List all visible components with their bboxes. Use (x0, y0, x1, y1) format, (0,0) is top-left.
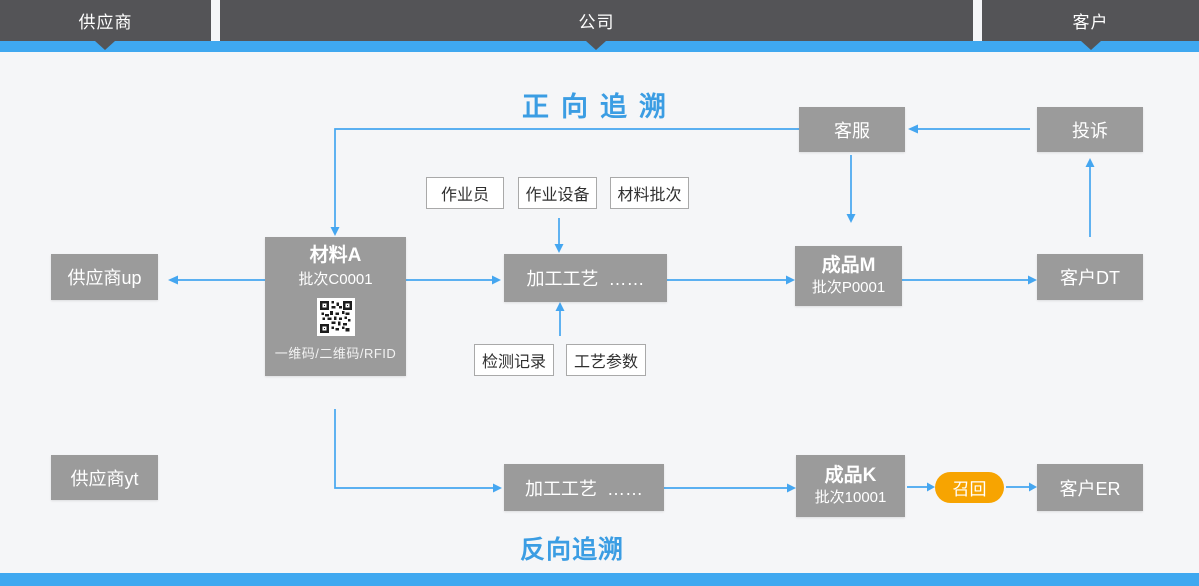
node-supplier-yt-label: 供应商yt (70, 468, 139, 489)
bottom-accent-bar (0, 573, 1199, 586)
node-customer-er-label: 客户ER (1059, 478, 1121, 499)
node-product-m: 成品M 批次P0001 (795, 246, 902, 306)
chip-operator-label: 作业员 (440, 187, 489, 204)
node-material-a-batch: 批次C0001 (298, 271, 373, 288)
node-complaint: 投诉 (1037, 107, 1143, 152)
node-process-1-label: 加工工艺 …… (526, 269, 645, 289)
node-product-k-batch: 批次10001 (814, 489, 887, 506)
node-complaint-label: 投诉 (1072, 120, 1108, 141)
node-customer-service-label: 客服 (834, 120, 870, 141)
chip-process-params: 工艺参数 (566, 344, 646, 376)
node-process-2: 加工工艺 …… (504, 464, 664, 511)
node-supplier-yt: 供应商yt (51, 455, 158, 500)
chip-operator: 作业员 (426, 177, 504, 209)
node-supplier-up-label: 供应商up (67, 268, 142, 288)
node-customer-dt-label: 客户DT (1060, 268, 1120, 288)
node-customer-dt: 客户DT (1037, 254, 1143, 300)
node-product-k: 成品K 批次10001 (796, 455, 905, 517)
node-product-k-title: 成品K (824, 465, 877, 486)
chip-process-params-label: 工艺参数 (573, 354, 638, 371)
backward-trace-title: 反向追溯 (520, 536, 625, 564)
node-process-1: 加工工艺 …… (504, 254, 667, 302)
lane-company-label: 公司 (578, 13, 615, 32)
lane-customer-label: 客户 (1072, 13, 1109, 32)
lane-pointer-customer (1081, 41, 1101, 50)
node-product-m-title: 成品M (821, 255, 876, 276)
node-product-m-batch: 批次P0001 (811, 279, 886, 296)
node-material-a-title: 材料A (309, 245, 362, 266)
lane-company: 公司 (220, 0, 973, 41)
lane-supplier-label: 供应商 (78, 13, 133, 32)
lane-pointer-company (586, 41, 606, 50)
qr-code (316, 298, 355, 336)
node-material-a: 材料A 批次C0001 (265, 237, 406, 376)
forward-trace-title: 正向追溯 (522, 92, 678, 122)
recall-badge-label: 召回 (952, 480, 987, 499)
chip-material-batch-label: 材料批次 (617, 187, 682, 204)
lane-supplier: 供应商 (0, 0, 211, 41)
chip-equipment: 作业设备 (518, 177, 597, 209)
node-supplier-up: 供应商up (51, 254, 158, 300)
node-process-2-label: 加工工艺 …… (524, 478, 643, 499)
chip-inspection-record-label: 检测记录 (481, 354, 546, 371)
recall-badge: 召回 (935, 472, 1004, 503)
chip-inspection-record: 检测记录 (474, 344, 554, 376)
chip-material-batch: 材料批次 (610, 177, 689, 209)
chip-equipment-label: 作业设备 (525, 187, 590, 204)
node-material-a-codes: 一维码/二维码/RFID (274, 346, 397, 361)
lane-pointer-supplier (95, 41, 115, 50)
lane-customer: 客户 (982, 0, 1199, 41)
node-customer-service: 客服 (799, 107, 905, 152)
node-customer-er: 客户ER (1037, 464, 1143, 511)
